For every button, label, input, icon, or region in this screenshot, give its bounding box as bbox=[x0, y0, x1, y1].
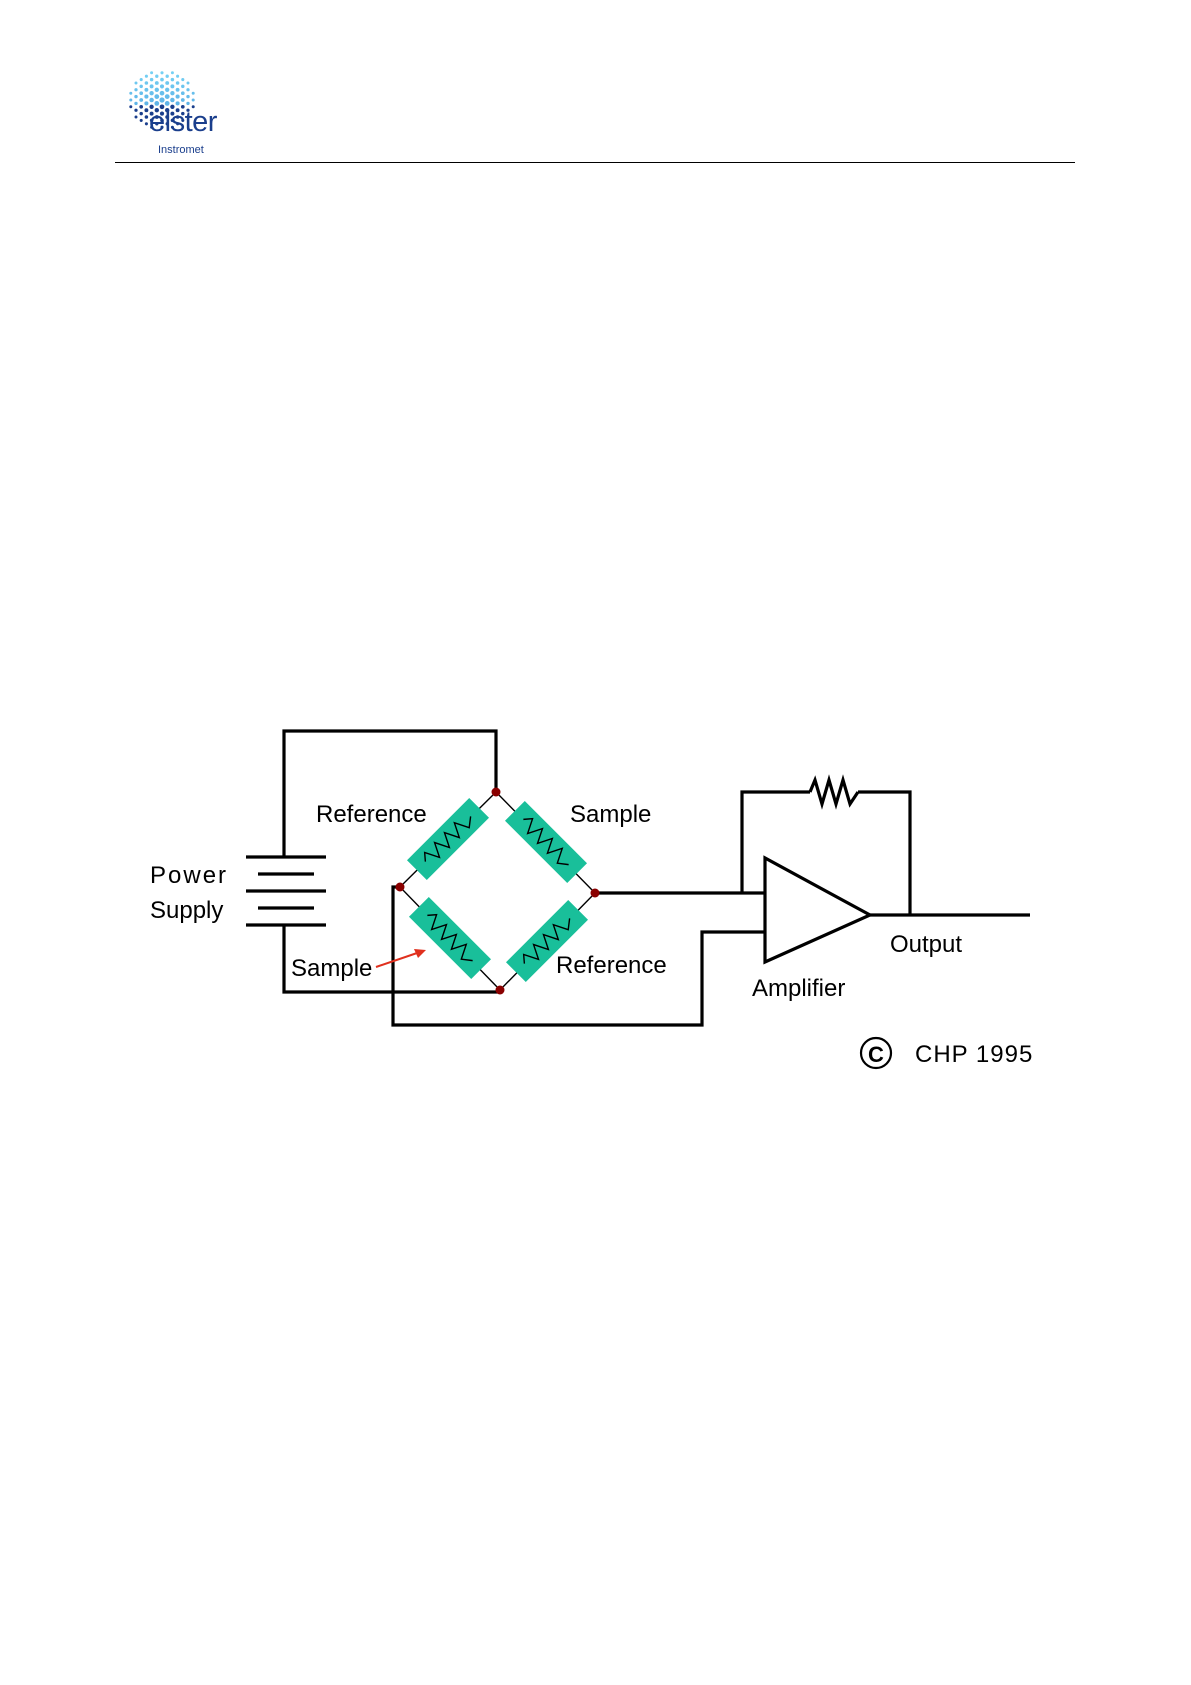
logo-dot bbox=[192, 98, 195, 101]
logo-dot bbox=[165, 88, 169, 92]
logo-dot bbox=[150, 84, 154, 88]
logo-dot bbox=[145, 122, 148, 125]
logo-dot bbox=[129, 92, 132, 95]
label-power: Power bbox=[150, 862, 228, 889]
circuit-wires bbox=[284, 731, 1030, 1025]
logo-dot bbox=[145, 115, 149, 119]
logo-dot bbox=[171, 71, 174, 74]
label-reference-top: Reference bbox=[316, 801, 427, 828]
logo-dot bbox=[170, 91, 174, 95]
logo-dot bbox=[186, 102, 189, 105]
logo-dot bbox=[144, 95, 148, 99]
logo-dot bbox=[139, 91, 143, 95]
logo-dot bbox=[160, 71, 163, 74]
logo-dot bbox=[160, 78, 164, 82]
logo-dot bbox=[140, 119, 143, 122]
label-amplifier: Amplifier bbox=[752, 975, 845, 1002]
logo-dot bbox=[176, 101, 180, 105]
logo-dot bbox=[129, 105, 132, 108]
label-supply: Supply bbox=[150, 897, 223, 924]
wheatstone-bridge-diagram: C Power Supply Reference Sample Sample R… bbox=[130, 710, 1060, 1080]
node-left bbox=[396, 883, 405, 892]
logo-dot bbox=[192, 92, 195, 95]
wire-feedback-right bbox=[858, 792, 910, 915]
logo-dot bbox=[139, 105, 143, 109]
logo-dot bbox=[135, 116, 138, 119]
logo-dot bbox=[181, 78, 184, 81]
logo-dot bbox=[165, 94, 170, 99]
logo-dot bbox=[145, 81, 149, 85]
logo-dot bbox=[186, 88, 189, 91]
logo-dot bbox=[181, 85, 184, 88]
copyright-symbol-letter: C bbox=[868, 1042, 884, 1067]
logo-dot bbox=[155, 75, 158, 78]
logo-dot bbox=[144, 108, 148, 112]
logo-subtitle: Instromet bbox=[158, 145, 204, 156]
label-copyright: CHP 1995 bbox=[915, 1041, 1033, 1068]
logo-dot bbox=[170, 84, 174, 88]
logo-dot bbox=[135, 82, 138, 85]
node-bottom bbox=[496, 986, 505, 995]
node-top bbox=[492, 788, 501, 797]
logo-dot bbox=[150, 71, 153, 74]
logo-dot bbox=[145, 75, 148, 78]
logo-dot bbox=[176, 88, 180, 92]
logo-dot bbox=[160, 84, 164, 88]
logo-dot bbox=[149, 91, 153, 95]
logo-dot bbox=[160, 91, 165, 96]
logo-dot bbox=[139, 112, 142, 115]
logo-dot bbox=[176, 75, 179, 78]
logo-dot bbox=[159, 97, 164, 102]
feedback-resistor-zigzag bbox=[810, 780, 858, 804]
logo-dot bbox=[144, 88, 148, 92]
logo-dot bbox=[176, 95, 180, 99]
logo-dot bbox=[181, 98, 185, 102]
logo-dot bbox=[187, 82, 190, 85]
label-output: Output bbox=[890, 931, 962, 958]
resistor-sample-bottom bbox=[409, 897, 491, 979]
node-right bbox=[591, 889, 600, 898]
logo-dot bbox=[186, 95, 189, 98]
logo-dot bbox=[134, 95, 137, 98]
logo-dot bbox=[134, 88, 137, 91]
logo-dot bbox=[144, 101, 148, 105]
logo-dot bbox=[134, 109, 137, 112]
logo-dot bbox=[134, 102, 137, 105]
logo-dot bbox=[165, 81, 169, 85]
amplifier-triangle-icon bbox=[765, 858, 870, 962]
logo-dot bbox=[166, 75, 169, 78]
logo-wordmark: elster bbox=[149, 108, 217, 137]
arrow-icon bbox=[376, 949, 426, 967]
header-divider bbox=[115, 162, 1075, 163]
logo-dot bbox=[149, 98, 153, 102]
logo-dot bbox=[171, 78, 174, 81]
logo-dot bbox=[176, 81, 180, 85]
logo-dot bbox=[170, 98, 174, 102]
logo-dot bbox=[129, 98, 132, 101]
logo-dot bbox=[139, 98, 143, 102]
logo-dot bbox=[181, 91, 185, 95]
logo-dot bbox=[150, 78, 153, 81]
logo-dot bbox=[140, 78, 143, 81]
logo-dot bbox=[139, 85, 142, 88]
label-sample-top: Sample bbox=[570, 801, 651, 828]
logo-dot bbox=[155, 88, 159, 92]
label-reference-bottom: Reference bbox=[556, 952, 667, 979]
battery-icon bbox=[246, 857, 326, 925]
logo-dot bbox=[154, 94, 159, 99]
logo-dot bbox=[155, 81, 159, 85]
label-sample-bottom: Sample bbox=[291, 955, 372, 982]
